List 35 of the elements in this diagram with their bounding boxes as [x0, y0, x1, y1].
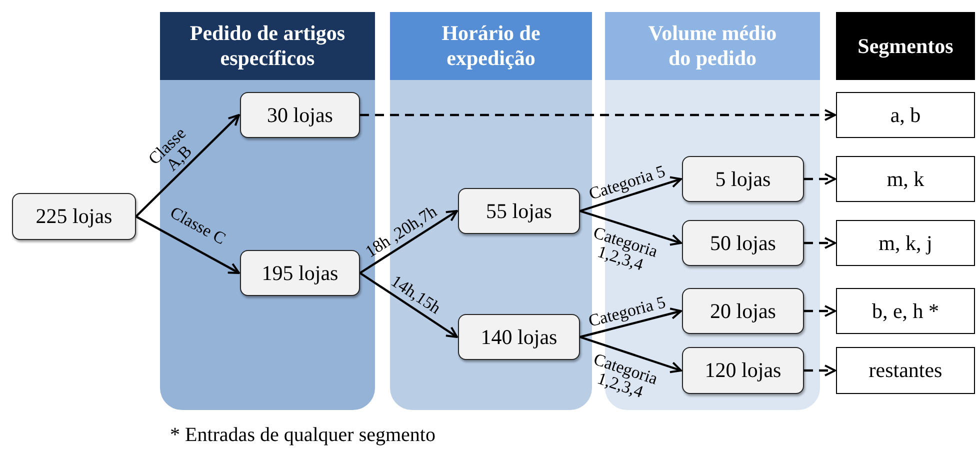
store-count-box: 140 lojas	[458, 314, 580, 360]
store-count-box: 120 lojas	[682, 347, 804, 394]
store-count-box: 20 lojas	[682, 288, 804, 334]
column-header: Segmentos	[836, 12, 975, 80]
arrow	[135, 216, 240, 274]
arrow	[580, 336, 682, 374]
arrow	[580, 210, 682, 246]
arrow	[359, 272, 458, 338]
column-header: Volume médio do pedido	[605, 12, 820, 80]
store-count-box: 55 lojas	[458, 188, 580, 234]
column-header: Horário de expedição	[390, 12, 592, 80]
store-count-box: 30 lojas	[240, 92, 360, 138]
arrow	[804, 364, 836, 376]
store-count-box: 5 lojas	[682, 156, 804, 202]
segment-box: b, e, h *	[836, 288, 975, 334]
store-count-box: 50 lojas	[682, 220, 804, 266]
arrow	[580, 176, 682, 212]
arrow	[804, 237, 836, 249]
arrow	[580, 308, 682, 338]
edge-label: Categoria 5	[585, 160, 668, 206]
edge-label: Classe C	[168, 204, 228, 248]
store-count-box: 225 lojas	[12, 193, 136, 240]
segment-box: m, k	[836, 156, 975, 202]
column-header: Pedido de artigos específicos	[160, 12, 375, 80]
segment-box: a, b	[836, 92, 975, 138]
edge-label: Categoria 5	[586, 291, 669, 332]
arrow	[359, 210, 458, 274]
arrow	[804, 173, 836, 185]
store-count-box: 195 lojas	[240, 250, 360, 296]
segment-box: m, k, j	[836, 220, 975, 266]
arrow	[360, 109, 836, 121]
segment-box: restantes	[836, 347, 975, 394]
arrow	[135, 114, 240, 218]
footnote: * Entradas de qualquer segmento	[170, 424, 436, 447]
arrow	[804, 305, 836, 317]
